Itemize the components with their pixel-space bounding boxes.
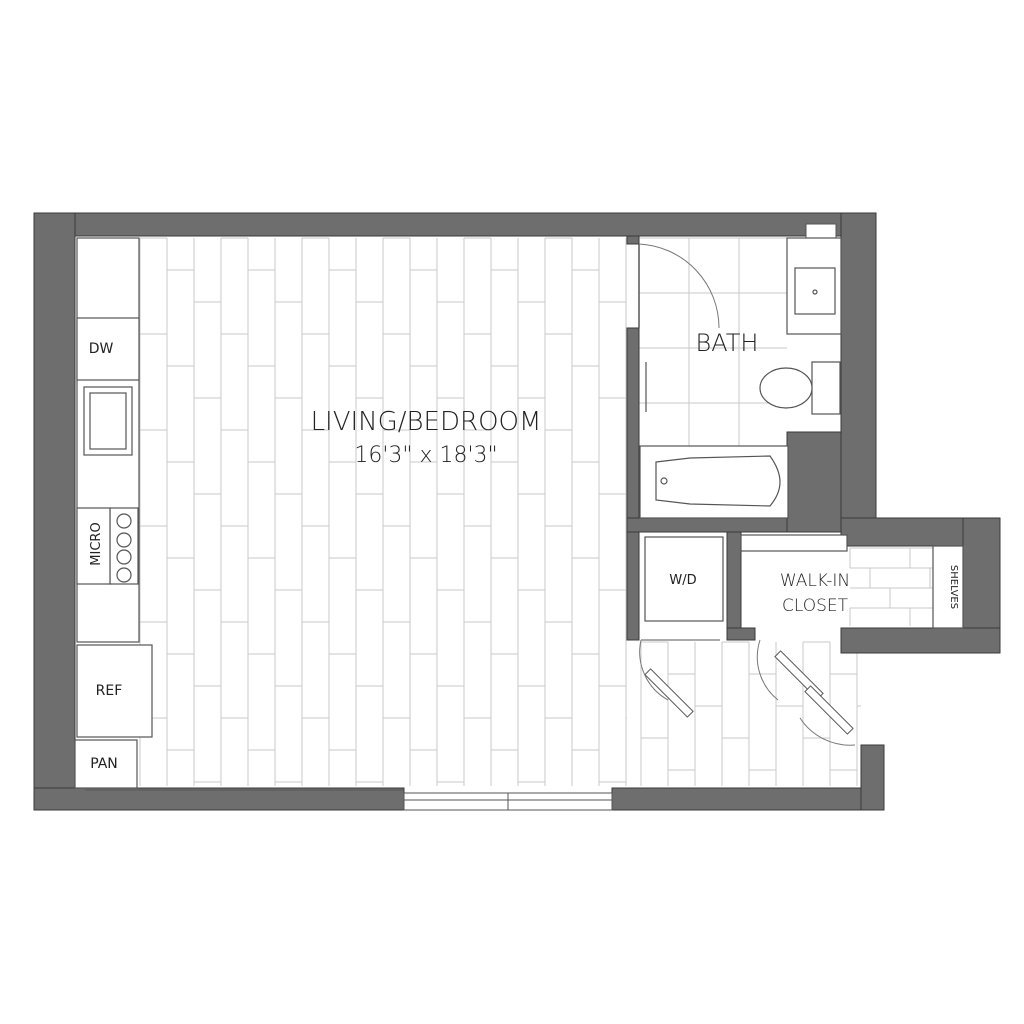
closet-floor-planks: [849, 547, 933, 626]
shelves-label: SHELVES: [948, 565, 959, 609]
closet-name-line2: CLOSET: [782, 596, 849, 616]
toilet-bowl: [759, 367, 813, 409]
labels: LIVING/BEDROOM 16'3" x 18'3" BATH WALK-I…: [89, 329, 959, 772]
wall-bath-bottom: [626, 517, 788, 533]
wd-door[interactable]: [639, 639, 720, 718]
washer-dryer: [644, 536, 724, 622]
bath-fixtures: [639, 237, 842, 519]
wall-bath-step: [786, 431, 842, 533]
bath-window: [805, 223, 837, 239]
wall-bottom-right: [611, 787, 885, 811]
refrigerator: [76, 644, 153, 738]
living-floor-planks: [139, 237, 627, 786]
walls: [33, 212, 1001, 811]
microwave: [76, 507, 111, 585]
balcony-door[interactable]: [85, 789, 613, 811]
kitchen-counter: [74, 237, 153, 789]
closet-door[interactable]: [756, 639, 856, 746]
living-room-dimensions: 16'3" x 18'3": [354, 443, 497, 468]
wall-bump-bottom: [840, 627, 1001, 654]
shelves: [932, 545, 964, 629]
wall-left: [33, 212, 76, 811]
cooktop: [109, 507, 139, 585]
living-room-name: LIVING/BEDROOM: [311, 407, 542, 437]
microwave-label: MICRO: [89, 522, 104, 565]
washer-dryer-label: W/D: [669, 573, 696, 588]
closet-name-line1: WALK-IN: [780, 571, 850, 591]
wall-right-upper: [840, 212, 877, 521]
wall-bath-left: [626, 327, 640, 521]
pantry-label: PAN: [90, 756, 118, 772]
bath-door[interactable]: [638, 243, 720, 329]
bath-name: BATH: [696, 329, 759, 357]
wall-bath-top-stub: [626, 235, 640, 245]
dishwasher-label: DW: [89, 341, 114, 357]
wall-top: [33, 212, 877, 237]
toilet-tank: [811, 361, 841, 415]
dishwasher: [76, 317, 140, 381]
refrigerator-label: REF: [96, 683, 123, 699]
pantry: [74, 739, 138, 789]
kitchen-sink: [83, 386, 133, 456]
wall-wd-left: [626, 531, 640, 641]
wall-wd-closet-foot: [726, 627, 756, 641]
wall-right-lower: [860, 744, 885, 811]
bath-sink: [794, 267, 836, 315]
closet-shelving: [740, 534, 964, 629]
wall-bottom-left: [33, 787, 405, 811]
wall-wd-closet: [726, 531, 742, 641]
